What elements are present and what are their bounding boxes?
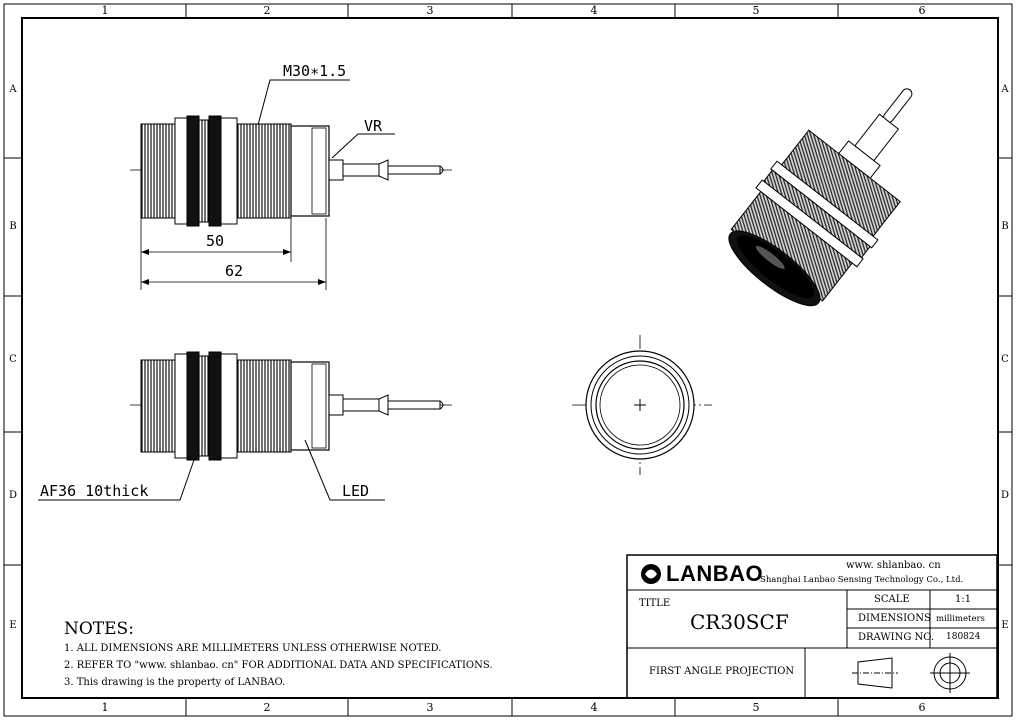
zone-row-c: C (9, 354, 17, 365)
isometric-view (728, 88, 913, 307)
zone-row-b: B (9, 221, 17, 232)
scale-label: SCALE (874, 594, 910, 605)
drawing-border (3, 3, 1013, 717)
projection-label: FIRST ANGLE PROJECTION (649, 666, 795, 677)
zone-row-b-right: B (1001, 221, 1009, 232)
dimension-50: 50 (206, 232, 225, 250)
zone-col-6-bottom: 6 (918, 701, 926, 714)
notes-title: NOTES: (64, 619, 134, 639)
side-view-top (130, 79, 455, 290)
dimension-62: 62 (225, 262, 244, 280)
brand-name: LANBAO (666, 561, 764, 586)
scale-value: 1:1 (955, 594, 972, 605)
note-item: 2. REFER TO "www. shlanbao. cn" FOR ADDI… (64, 660, 493, 671)
zone-row-e-right: E (1001, 620, 1009, 631)
zone-row-a-right: A (1001, 84, 1009, 95)
zone-col-4: 4 (590, 4, 598, 17)
zone-col-4-bottom: 4 (590, 701, 598, 714)
side-view-bottom (38, 351, 455, 501)
lanbao-logo-icon (641, 564, 661, 584)
led-callout: LED (342, 482, 370, 500)
title-label: TITLE (639, 598, 671, 609)
dimensions-value: millimeters (936, 614, 985, 624)
zone-col-5: 5 (752, 4, 760, 17)
af36-callout: AF36 10thick (40, 482, 149, 500)
company-website: www. shlanbao. cn (846, 560, 941, 571)
zone-col-2: 2 (263, 4, 271, 17)
thread-callout: M30∗1.5 (283, 62, 347, 80)
zone-col-1-bottom: 1 (101, 701, 109, 714)
model-title: CR30SCF (690, 610, 789, 634)
zone-col-3: 3 (426, 4, 434, 17)
zone-col-1: 1 (101, 4, 109, 17)
title-block-frame (626, 554, 998, 699)
zone-col-5-bottom: 5 (752, 701, 760, 714)
note-item: 1. ALL DIMENSIONS ARE MILLIMETERS UNLESS… (64, 643, 442, 654)
vr-callout: VR (364, 117, 383, 135)
note-item: 3. This drawing is the property of LANBA… (64, 677, 286, 688)
zone-col-2-bottom: 2 (263, 701, 271, 714)
projection-symbol (852, 653, 970, 693)
zone-row-d-right: D (1000, 490, 1010, 501)
drawing-no-value: 180824 (946, 632, 981, 642)
zone-row-c-right: C (1001, 354, 1009, 365)
company-name: Shanghai Lanbao Sensing Technology Co., … (760, 575, 964, 585)
zone-row-e: E (9, 620, 17, 631)
zone-row-a: A (9, 84, 17, 95)
dimensions-label: DIMENSIONS (858, 613, 931, 624)
end-view (572, 335, 712, 475)
zone-row-d: D (8, 490, 18, 501)
zone-col-3-bottom: 3 (426, 701, 434, 714)
zone-col-6: 6 (918, 4, 926, 17)
drawing-no-label: DRAWING NO. (858, 632, 935, 643)
